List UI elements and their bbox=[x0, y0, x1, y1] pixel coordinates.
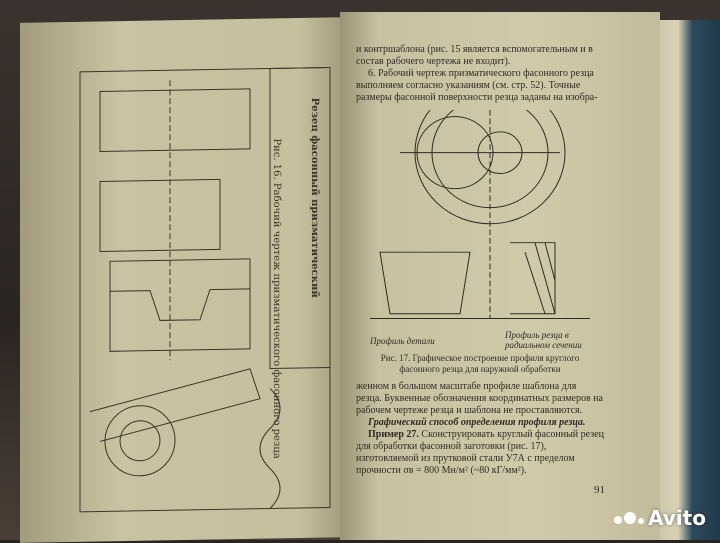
label-profile-cutter: Профиль резца в радиальном сечении bbox=[505, 330, 582, 350]
avito-watermark: Avito bbox=[614, 506, 706, 530]
paragraph-2: 6. Рабочий чертеж призматического фасонн… bbox=[356, 68, 598, 103]
paragraph-1: и контршаблона (рис. 15 является вспомог… bbox=[356, 44, 593, 67]
figure-17-drawing bbox=[370, 110, 590, 319]
example-label: Пример 27. bbox=[368, 429, 419, 440]
section-heading: Графический способ определения профиля р… bbox=[368, 417, 586, 428]
paragraph-bottom: женном в большом масштабе профиле шаблон… bbox=[356, 381, 604, 477]
paragraph-3: женном в большом масштабе профиле шаблон… bbox=[356, 381, 603, 416]
book-cover-edge bbox=[650, 20, 720, 540]
page-number: 91 bbox=[594, 484, 605, 496]
avito-dots-icon bbox=[614, 512, 644, 524]
example-paragraph: Пример 27. Сконструировать круглый фасон… bbox=[356, 429, 604, 477]
label-profile-part: Профиль детали bbox=[370, 336, 435, 346]
paragraph-top: и контршаблона (рис. 15 является вспомог… bbox=[356, 44, 604, 104]
paragraph-4: Сконструировать круглый фасонный резец д… bbox=[356, 429, 604, 476]
technical-drawing-left bbox=[79, 66, 331, 513]
left-page: Рис. 16. Рабочий чертеж призматического … bbox=[20, 17, 350, 543]
right-page bbox=[340, 12, 660, 540]
title-block-text: Резец фасонный призматический bbox=[309, 97, 320, 298]
figure-17-caption: Рис. 17. Графическое построение профиля … bbox=[380, 353, 580, 374]
watermark-text: Avito bbox=[648, 506, 706, 530]
left-figure-caption: Рис. 16. Рабочий чертеж призматического … bbox=[271, 138, 282, 459]
